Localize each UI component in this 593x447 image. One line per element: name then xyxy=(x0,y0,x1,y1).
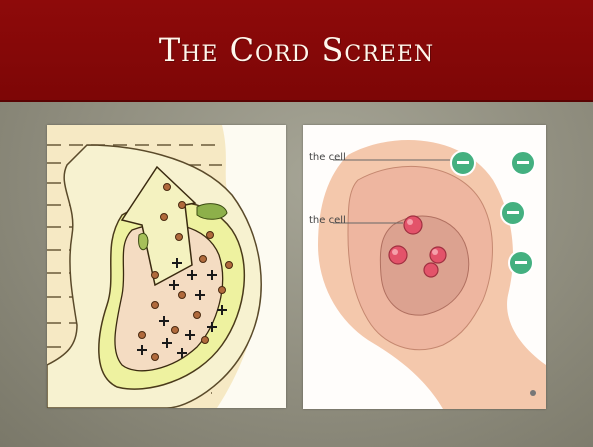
left-illustration xyxy=(47,125,286,408)
right-illustration: the cell the cell xyxy=(303,125,546,409)
label-the-cell-mid: the cell xyxy=(309,215,346,226)
cord-cell-illustration: the cell the cell xyxy=(303,125,546,409)
label-the-cell-top: the cell xyxy=(309,152,346,163)
slide-title: The Cord Screen xyxy=(159,31,434,69)
cord-tissue-illustration xyxy=(47,125,286,408)
title-bar: The Cord Screen xyxy=(0,0,593,102)
